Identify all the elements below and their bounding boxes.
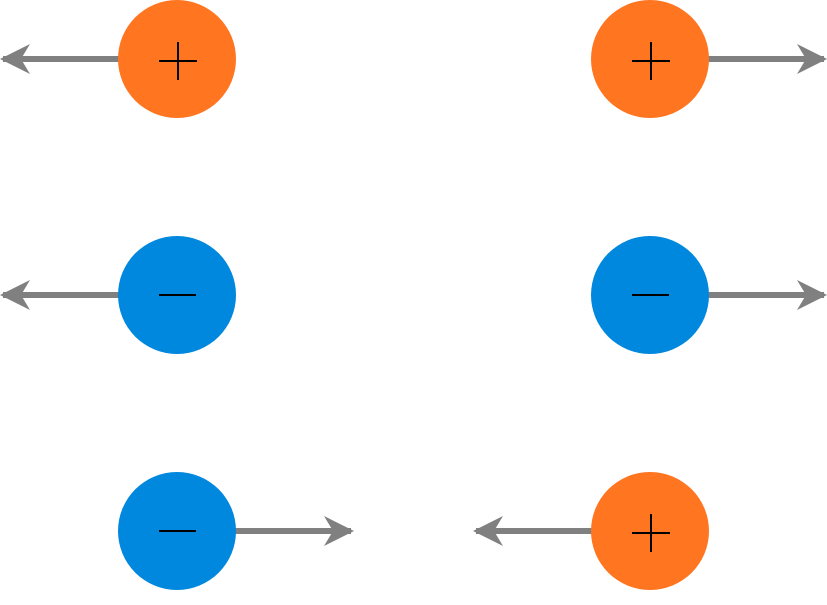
charge-negative-left	[0, 236, 236, 354]
charge-negative-right	[591, 236, 827, 354]
plus-sign-icon	[632, 514, 670, 552]
charge-positive-attracting	[473, 472, 709, 590]
charge-positive-left	[0, 0, 236, 118]
plus-sign-icon	[632, 42, 670, 80]
row-opposite-charges	[118, 472, 709, 590]
plus-sign-icon	[159, 42, 197, 80]
row-like-charges-positive	[0, 0, 827, 118]
charge-positive-right	[591, 0, 827, 118]
charge-negative-attracting	[118, 472, 354, 590]
row-like-charges-negative	[0, 236, 827, 354]
